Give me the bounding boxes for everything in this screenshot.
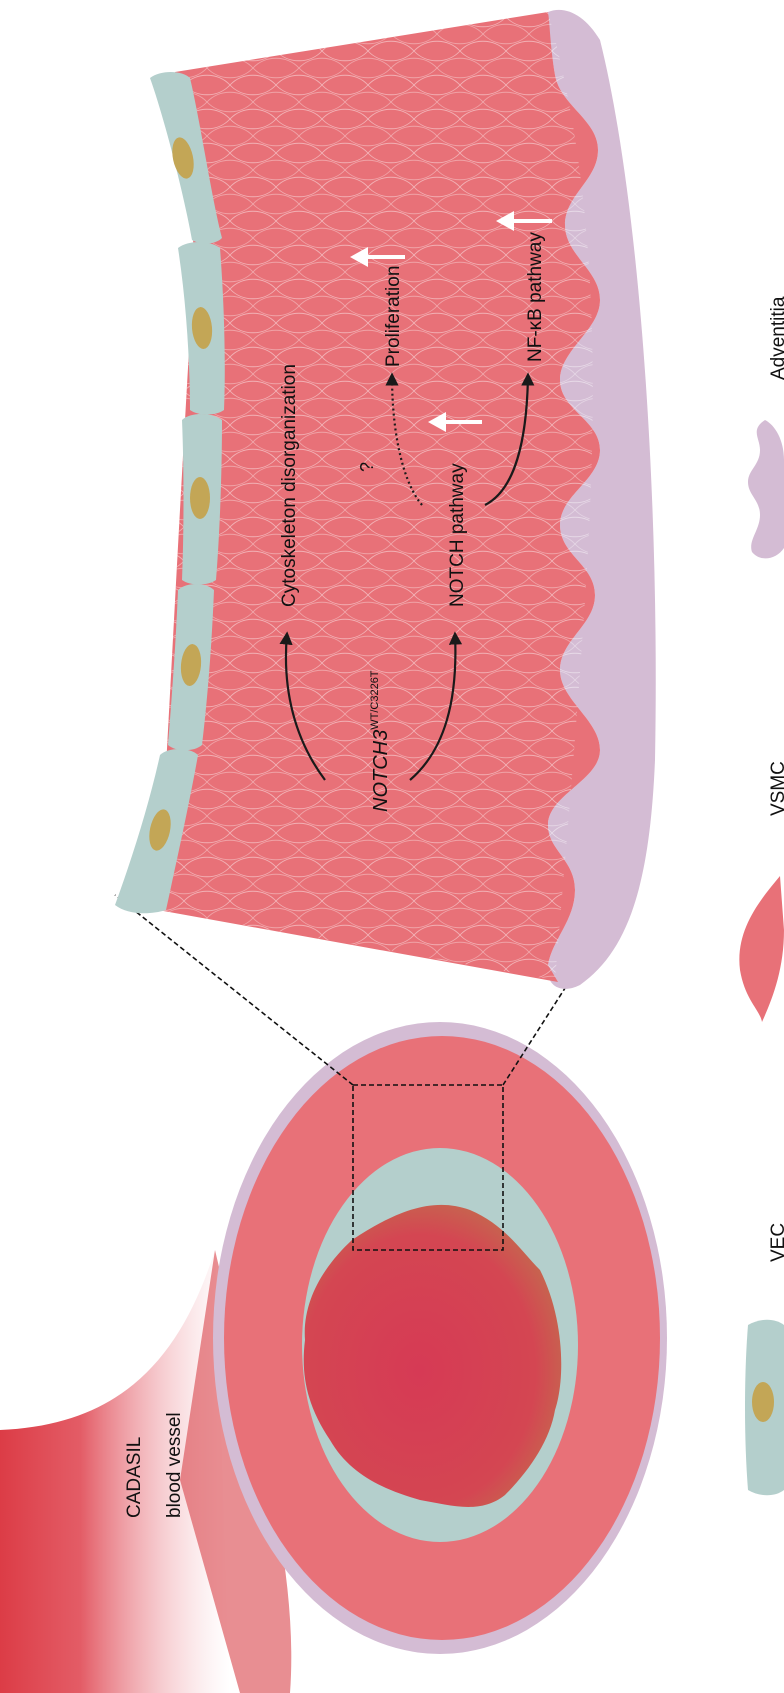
cytoskeleton-label: Cytoskeleton disorganization: [279, 364, 300, 607]
legend-vec: VEC: [745, 1223, 784, 1495]
vsmc-icon: [739, 876, 784, 1022]
vec-label: VEC: [768, 1223, 784, 1262]
nfkb-pathway-label: NF-κB pathway: [525, 232, 546, 362]
legend-adventitia: Adventitia: [748, 296, 784, 558]
notch-pathway-label: NOTCH pathway: [447, 463, 468, 607]
vessel-label-line1: CADASIL: [124, 1437, 145, 1518]
endothelial-cell: [178, 242, 225, 415]
legend-vsmc: VSMC: [739, 761, 784, 1022]
question-mark-label: ?: [357, 462, 377, 472]
adventitia-icon: [748, 420, 784, 558]
adventitia-label: Adventitia: [768, 296, 784, 380]
vsmc-label: VSMC: [768, 761, 784, 816]
gene-superscript: WT/C3226T: [369, 670, 381, 730]
vessel-label-line2: blood vessel: [164, 1412, 185, 1518]
vessel-cross-section: [213, 1022, 667, 1654]
proliferation-label: Proliferation: [383, 266, 404, 367]
magnified-wall: [115, 0, 656, 1000]
legend: VEC VSMC Adventitia: [739, 296, 784, 1495]
gene-name: NOTCH3: [370, 730, 392, 812]
endothelial-cell: [182, 414, 222, 585]
